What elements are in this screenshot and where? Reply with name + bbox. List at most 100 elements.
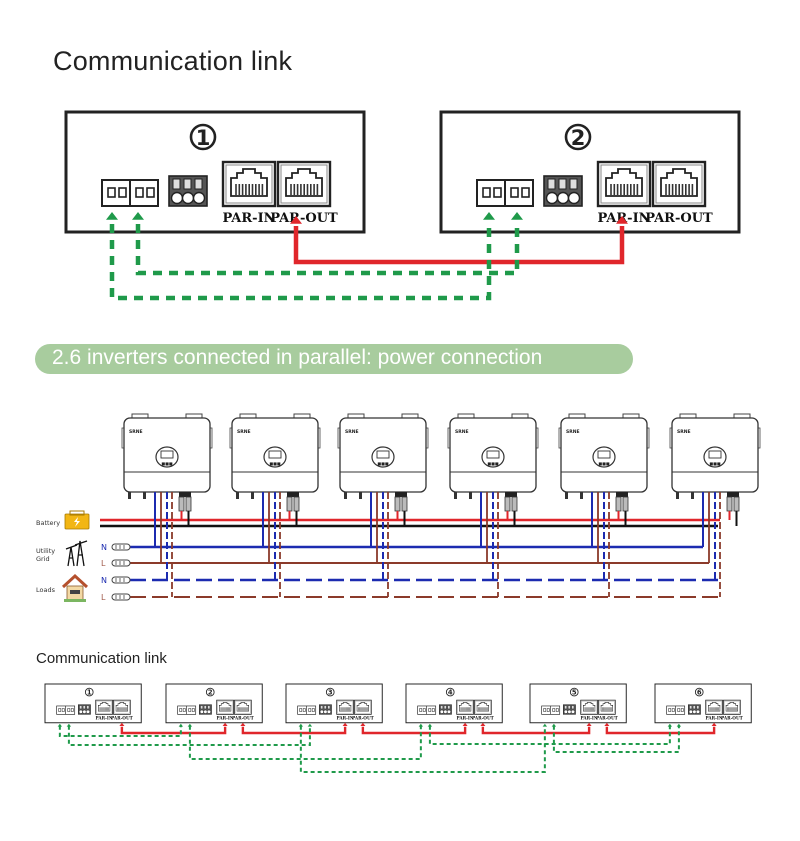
- par-out-port: [354, 699, 372, 715]
- arrow-up-icon: [119, 722, 125, 727]
- arrow-up-icon: [676, 723, 682, 727]
- parallel-cable-red-4: [481, 726, 591, 735]
- par-out-port-label: PAR-OUT: [232, 716, 255, 721]
- dry-contact-terminal: [319, 704, 332, 715]
- par-in-port-label: PAR-IN: [581, 716, 598, 721]
- terminal-block-icon: [111, 543, 131, 551]
- parallel-cable-red-5: [605, 726, 716, 735]
- grid-neutral-label: N: [101, 543, 107, 552]
- par-out-port-label: PAR-OUT: [596, 716, 619, 721]
- power-tower-icon: [65, 540, 88, 567]
- par-out-port: [723, 699, 741, 715]
- arrow-up-icon: [542, 723, 548, 727]
- arrow-up-icon: [511, 212, 523, 220]
- par-out-port: [474, 699, 492, 715]
- parallel-cable-red-3: [361, 726, 467, 735]
- house-icon: [61, 573, 89, 602]
- load-neutral-label: N: [101, 576, 107, 585]
- lcd-screen: [160, 450, 174, 459]
- par-in-port: [580, 699, 598, 715]
- dry-contact-terminal: [563, 704, 576, 715]
- unit-number-circle: [84, 687, 94, 697]
- parallel-cable-red-2: [241, 726, 347, 735]
- battery-label: Battery: [36, 519, 60, 527]
- par-out-port: [598, 699, 616, 715]
- inverter-unit-6: SRNE■■■: [669, 413, 761, 597]
- dry-contact-terminal: [439, 704, 452, 715]
- current-sharing-terminal: [666, 705, 686, 715]
- current-sharing-terminal: [56, 705, 76, 715]
- arrow-up-icon: [57, 723, 63, 727]
- lcd-screen: [376, 450, 390, 459]
- inverter-unit-5: SRNE■■■: [558, 413, 650, 597]
- parallel-cable-red: [293, 226, 625, 265]
- inverter-unit-1: SRNE■■■: [121, 413, 213, 597]
- arrow-up-icon: [480, 722, 486, 727]
- arrow-up-icon: [462, 722, 468, 727]
- terminal-block-icon: [111, 593, 131, 601]
- dry-contact-terminal: [543, 175, 583, 207]
- arrow-up-icon: [298, 723, 304, 727]
- unit-number: 2: [571, 126, 586, 150]
- par-out-port-label: PAR-OUT: [111, 716, 134, 721]
- unit-number-circle: [564, 123, 592, 151]
- arrow-up-icon: [418, 723, 424, 727]
- brand-logo: SRNE: [237, 429, 251, 435]
- brand-logo: SRNE: [677, 429, 691, 435]
- arrow-up-icon: [178, 723, 184, 727]
- loads-label: Loads: [36, 586, 56, 594]
- utility-grid-label: Utility: [36, 547, 55, 555]
- arrow-up-icon: [711, 722, 717, 727]
- arrow-up-icon: [551, 723, 557, 727]
- brand-logo: SRNE: [345, 429, 359, 435]
- unit-number: 4: [448, 689, 453, 697]
- current-sharing-terminal: [297, 705, 317, 715]
- lcd-screen: [268, 450, 282, 459]
- par-in-port-label: PAR-IN: [217, 716, 234, 721]
- battery-icon: [64, 510, 90, 530]
- par-in-port-label: PAR-IN: [337, 716, 354, 721]
- dry-contact-terminal: [78, 704, 91, 715]
- unit-number-circle: [694, 687, 704, 697]
- par-in-port-label: PAR-IN: [222, 211, 275, 226]
- par-in-port: [216, 699, 234, 715]
- par-out-port: [113, 699, 131, 715]
- lcd-screen: [486, 450, 500, 459]
- unit-number-circle: [445, 687, 455, 697]
- current-sharing-wire-b: [135, 224, 520, 276]
- unit-number: 1: [196, 126, 211, 150]
- arrow-up-icon: [222, 722, 228, 727]
- par-in-port-label: PAR-IN: [706, 716, 723, 721]
- arrow-up-icon: [106, 212, 118, 220]
- lcd-screen: [708, 450, 722, 459]
- inverter-unit-4: SRNE■■■: [447, 413, 539, 597]
- terminal-block-icon: [111, 576, 131, 584]
- par-out-port: [276, 160, 332, 208]
- par-in-port: [221, 160, 277, 208]
- inverter-unit-2: SRNE ■■■: [229, 413, 321, 597]
- arrow-up-icon: [586, 722, 592, 727]
- svg-text:■■■: ■■■: [377, 461, 389, 466]
- svg-text:■■■: ■■■: [269, 461, 281, 466]
- arrow-up-icon: [604, 722, 610, 727]
- section-banner-text: 2.6 inverters connected in parallel: pow…: [52, 346, 543, 369]
- dry-contact-terminal: [168, 175, 208, 207]
- par-out-port-label: PAR-OUT: [721, 716, 744, 721]
- dry-contact-terminal: [199, 704, 212, 715]
- current-sharing-terminal: [177, 705, 197, 715]
- arrow-up-icon: [427, 723, 433, 727]
- unit-number: 3: [328, 689, 333, 697]
- par-in-port-label: PAR-IN: [96, 716, 113, 721]
- inverter-unit-3: SRNE ■■■: [337, 413, 429, 597]
- arrow-up-icon: [66, 723, 72, 727]
- communication-link-title-small: Communication link: [36, 650, 167, 667]
